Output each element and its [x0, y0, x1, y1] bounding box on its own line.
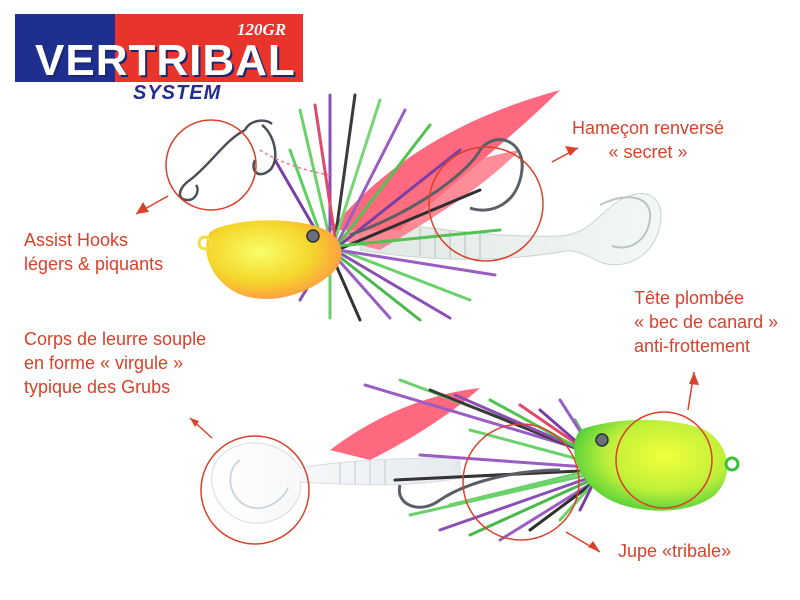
top-lure: [178, 90, 662, 322]
top-jig-head: [206, 220, 342, 299]
logo-weight: 120GR: [237, 20, 287, 39]
arrowhead-skirt: [588, 541, 600, 552]
arrowhead-assist: [136, 202, 149, 214]
label-soft-body-line2: en forme « virgule »: [24, 353, 184, 373]
logo-flag-blue: [15, 14, 115, 82]
top-assist-hooks: [178, 119, 331, 202]
label-tribal-skirt-line1: Jupe «tribale»: [618, 541, 732, 561]
callout-circle-skirt: [462, 423, 580, 541]
label-soft-body-line1: Corps de leurre souple: [24, 329, 207, 349]
logo-wordmark: VERTRIBAL: [35, 36, 296, 85]
label-assist-hooks-line2: légers & piquants: [24, 254, 164, 274]
arrowhead-body: [190, 418, 199, 427]
label-soft-body-line3: typique des Grubs: [24, 377, 171, 397]
callout-circle-body: [200, 435, 310, 545]
logo-flag-red: [115, 14, 303, 82]
label-lead-head-line3: anti-frottement: [634, 336, 751, 356]
label-reversed-hook-line1: Hameçon renversé: [572, 118, 725, 138]
arrow-heads: [136, 146, 699, 552]
label-assist-hooks: Assist Hooks légers & piquants: [24, 228, 163, 276]
callout-circle-head: [615, 411, 713, 509]
label-soft-body: Corps de leurre souple en forme « virgul…: [24, 327, 206, 399]
label-tribal-skirt: Jupe «tribale»: [618, 539, 731, 563]
arrowhead-hook: [565, 146, 578, 156]
arrowhead-head: [689, 372, 699, 385]
bottom-lure: [211, 378, 740, 542]
label-lead-head-line1: Tête plombée: [634, 288, 745, 308]
callout-circle-hook: [428, 146, 544, 262]
label-reversed-hook: Hameçon renversé « secret »: [572, 116, 724, 164]
bottom-grub-tail: [211, 442, 461, 524]
label-lead-head: Tête plombée « bec de canard » anti-frot…: [634, 286, 778, 358]
top-red-fin-2: [340, 150, 520, 250]
label-assist-hooks-line1: Assist Hooks: [24, 230, 129, 250]
logo-flag: VERTRIBAL 120GR: [15, 14, 303, 85]
bottom-jig-head: [574, 419, 728, 511]
top-grub-tail: [359, 193, 662, 266]
logo-subtitle: SYSTEM: [133, 82, 222, 104]
bottom-red-fin: [330, 388, 480, 460]
top-skirt: [273, 93, 502, 322]
label-lead-head-line2: « bec de canard »: [634, 312, 779, 332]
callout-circle-assist: [165, 119, 257, 211]
brand-logo: VERTRIBAL 120GR SYSTEM: [15, 14, 303, 112]
label-reversed-hook-line2: « secret »: [608, 142, 688, 162]
